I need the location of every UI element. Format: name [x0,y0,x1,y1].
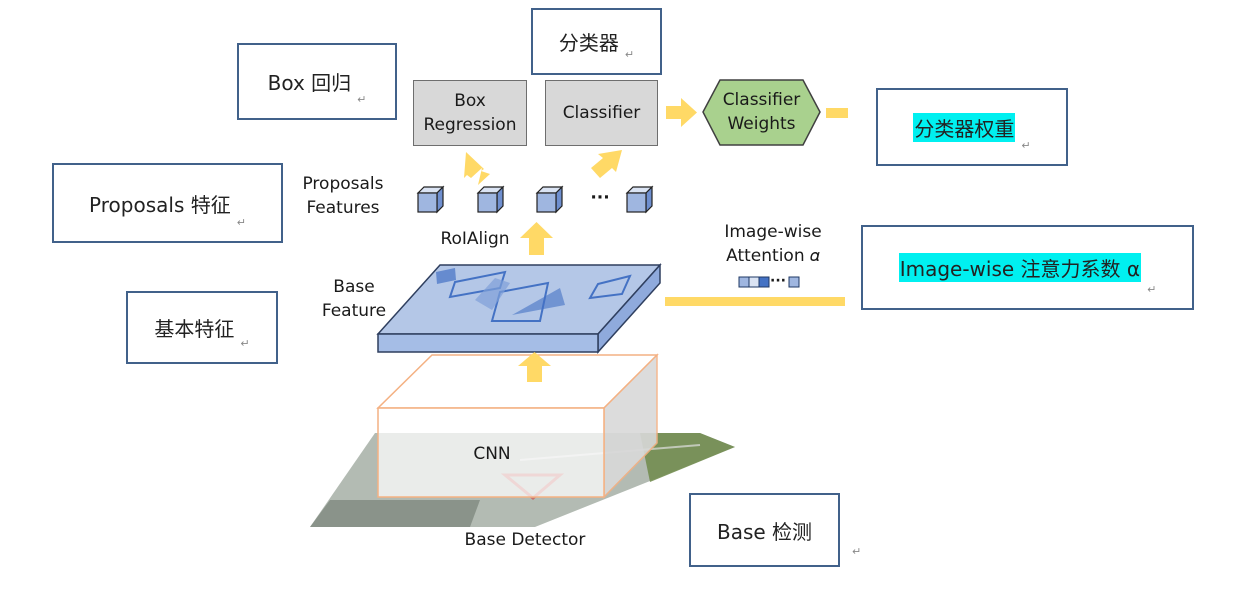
weights-connector-bar [826,108,848,118]
base-detector-label: Base Detector [464,530,586,550]
return-mark-3: ↵ [1021,139,1031,152]
callout-classifier-text: 分类器 [558,31,619,55]
classifier-weights-line1: Classifier [722,90,801,110]
box-regression-node: Box Regression [413,80,527,146]
cnn-block [376,353,659,499]
classifier-node: Classifier [545,80,658,146]
classifier-weights-line2: Weights [727,114,796,134]
return-mark-4: ↵ [236,216,246,229]
callout-box-regression: Box 回归 ↵ [237,43,397,120]
box-regression-node-line2: Regression [423,115,517,135]
proposals-features-label: Proposals Features [290,172,396,220]
base-feature-label: Base Feature [298,275,410,323]
callout-base-feature: 基本特征 ↵ [126,291,278,364]
proposals-features-line2: Features [306,198,380,218]
callout-image-wise-attention-text: Image-wise 注意力系数 α [898,253,1142,282]
callout-proposals-features: Proposals 特征 ↵ [52,163,283,243]
proposal-cube-4 [625,185,654,214]
attention-line2: Attention 𝛼 [726,246,820,266]
base-feature-line1: Base [333,277,375,297]
return-mark-5: ↵ [1147,283,1157,296]
callout-proposals-features-text: Proposals 特征 [89,192,231,217]
callout-base-detection-text: Base 检测 [716,519,813,544]
callout-base-detection: Base 检测 [689,493,840,567]
proposal-cube-3 [535,185,564,214]
return-mark-6: ↵ [240,337,250,350]
arrow-roialign [520,222,553,255]
callout-base-feature-text: 基本特征 [154,317,235,341]
proposals-features-line1: Proposals [302,174,384,194]
arrow-to-classifier [591,150,622,178]
classifier-weights-node-label: Classifier Weights [703,88,820,136]
arrow-to-box-regression [464,152,490,185]
attention-label: Image-wise Attention 𝛼 [710,220,836,268]
callout-classifier-weights: 分类器权重 ↵ [876,88,1068,166]
return-mark-1: ↵ [357,93,367,106]
return-mark-2: ↵ [624,48,635,61]
base-feature-slab [376,263,662,354]
callout-classifier-weights-text: 分类器权重 [913,112,1016,142]
proposal-cube-1 [416,185,445,214]
cnn-label: CNN [473,444,511,464]
attention-connector-bar [665,297,845,306]
base-feature-line2: Feature [321,301,387,321]
box-regression-node-line1: Box [454,91,486,111]
proposal-cube-2 [476,185,505,214]
arrow-to-weights [666,98,697,127]
attention-line1: Image-wise [724,222,822,242]
attention-vector [738,276,800,288]
callout-classifier: 分类器 ↵ [531,8,662,75]
roialign-label: RoIAlign [440,229,510,249]
classifier-weights-node [702,79,821,146]
return-mark-7: ↵ [852,545,862,558]
callout-box-regression-text: Box 回归 [267,71,352,95]
attention-ellipsis: ··· [770,273,786,289]
classifier-node-label: Classifier [562,103,641,123]
callout-image-wise-attention: Image-wise 注意力系数 α ↵ [861,225,1194,310]
arrow-cnn-to-feature [518,352,551,382]
proposal-ellipsis: ··· [590,188,610,208]
